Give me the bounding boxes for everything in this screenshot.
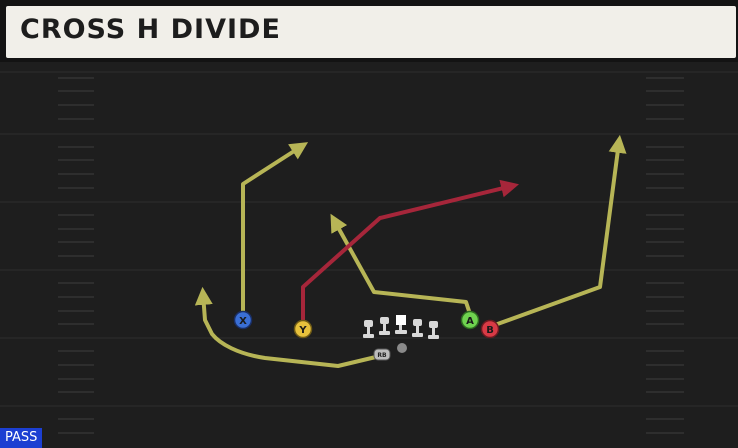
running-back[interactable]: RB bbox=[373, 348, 391, 361]
route-b bbox=[490, 134, 627, 328]
receiver-x-label: X bbox=[239, 316, 247, 327]
center bbox=[395, 315, 407, 334]
receiver-y[interactable]: Y bbox=[293, 319, 313, 339]
circle-b-icon bbox=[480, 319, 500, 339]
receiver-x[interactable]: X bbox=[233, 310, 253, 330]
offensive-line bbox=[363, 315, 439, 339]
play-field: RB X Y A B bbox=[0, 62, 738, 448]
receiver-a[interactable]: A bbox=[460, 310, 480, 330]
route-y bbox=[301, 179, 519, 326]
route-a bbox=[330, 213, 472, 316]
lineman bbox=[379, 317, 390, 335]
route-rb bbox=[194, 286, 382, 368]
circle-a-icon bbox=[460, 310, 480, 330]
play-title: CROSS H DIVIDE bbox=[20, 14, 281, 45]
rb-label: RB bbox=[377, 352, 387, 359]
lineman bbox=[412, 319, 423, 337]
receiver-a-label: A bbox=[466, 316, 474, 327]
title-bar: CROSS H DIVIDE bbox=[6, 6, 736, 58]
play-diagram: RB X Y A B bbox=[0, 62, 738, 448]
circle-x-icon bbox=[233, 310, 253, 330]
lineman bbox=[428, 321, 439, 339]
hash-marks-right bbox=[646, 77, 684, 434]
quarterback-marker bbox=[397, 343, 407, 353]
route-x bbox=[241, 142, 309, 314]
receiver-b-label: B bbox=[486, 325, 494, 336]
header: CROSS H DIVIDE bbox=[0, 0, 738, 62]
receiver-b[interactable]: B bbox=[480, 319, 500, 339]
hash-marks-left bbox=[58, 77, 94, 434]
receiver-y-label: Y bbox=[298, 325, 307, 336]
lineman bbox=[363, 320, 374, 338]
circle-y-icon bbox=[293, 319, 313, 339]
field-turf bbox=[0, 62, 738, 448]
play-type-badge: PASS bbox=[0, 428, 43, 448]
